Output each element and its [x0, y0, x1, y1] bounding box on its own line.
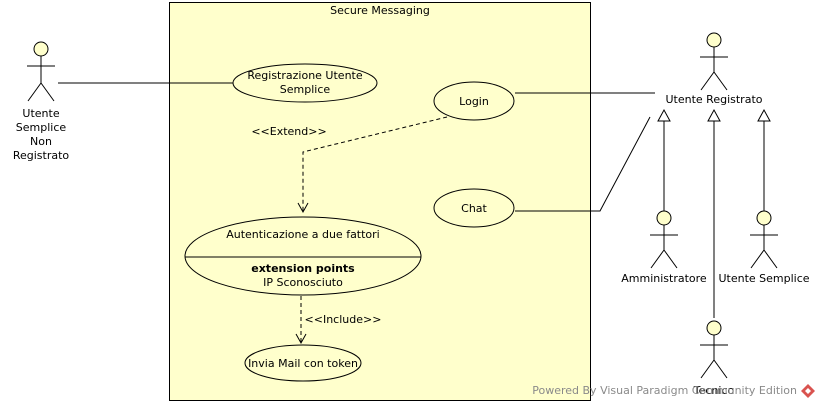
usecase-twofactor[interactable]: Autenticazione a due fattori extension p… — [184, 216, 422, 296]
include-label: <<Include>> — [305, 313, 382, 326]
actor-registered[interactable]: Utente Registrato — [666, 32, 763, 106]
usecase-chat[interactable]: Chat — [433, 188, 515, 228]
actor-figure-icon — [700, 32, 728, 91]
actor-admin[interactable]: Amministratore — [621, 210, 707, 285]
association-chat-registered — [515, 116, 651, 212]
watermark: Powered By Visual Paradigm Community Edi… — [532, 384, 815, 398]
actor-tech-label: Tecnico — [693, 384, 735, 397]
usecase-mail[interactable]: Invia Mail con token — [244, 344, 362, 382]
actor-unregistered-line2: Semplice — [16, 121, 67, 134]
system-boundary[interactable]: Secure Messaging — [169, 2, 591, 401]
usecase-registration[interactable]: Registrazione Utente Semplice — [232, 63, 378, 103]
usecase-login[interactable]: Login — [433, 81, 515, 121]
actor-figure-icon — [700, 320, 728, 379]
actor-admin-label: Amministratore — [621, 272, 707, 285]
actor-simple[interactable]: Utente Semplice — [718, 210, 810, 285]
usecase-chat-label: Chat — [461, 202, 487, 215]
extension-points-header: extension points — [251, 262, 355, 275]
actor-unregistered-line1: Utente — [22, 107, 59, 120]
actor-simple-label: Utente Semplice — [718, 272, 809, 285]
usecase-twofactor-label: Autenticazione a due fattori — [226, 228, 380, 241]
actor-figure-icon — [650, 210, 678, 269]
actor-figure-icon — [750, 210, 778, 269]
extend-label: <<Extend>> — [251, 125, 326, 138]
usecase-mail-label: Invia Mail con token — [248, 357, 358, 370]
vp-logo-icon — [801, 384, 815, 398]
extension-point-ip: IP Sconosciuto — [263, 276, 343, 289]
usecase-registration-line2: Semplice — [280, 83, 331, 96]
system-title: Secure Messaging — [330, 4, 430, 17]
actor-unregistered[interactable]: Utente Semplice Non Registrato — [13, 41, 70, 162]
actor-figure-icon — [27, 41, 55, 102]
actor-unregistered-line3: Non — [30, 135, 52, 148]
actor-unregistered-line4: Registrato — [13, 149, 70, 162]
watermark-text: Powered By Visual Paradigm Community Edi… — [532, 384, 797, 397]
usecase-login-label: Login — [459, 95, 489, 108]
extend-relation — [297, 116, 448, 214]
actor-registered-label: Utente Registrato — [666, 93, 763, 106]
actor-tech[interactable]: Tecnico — [693, 320, 735, 397]
usecase-registration-line1: Registrazione Utente — [247, 69, 362, 82]
